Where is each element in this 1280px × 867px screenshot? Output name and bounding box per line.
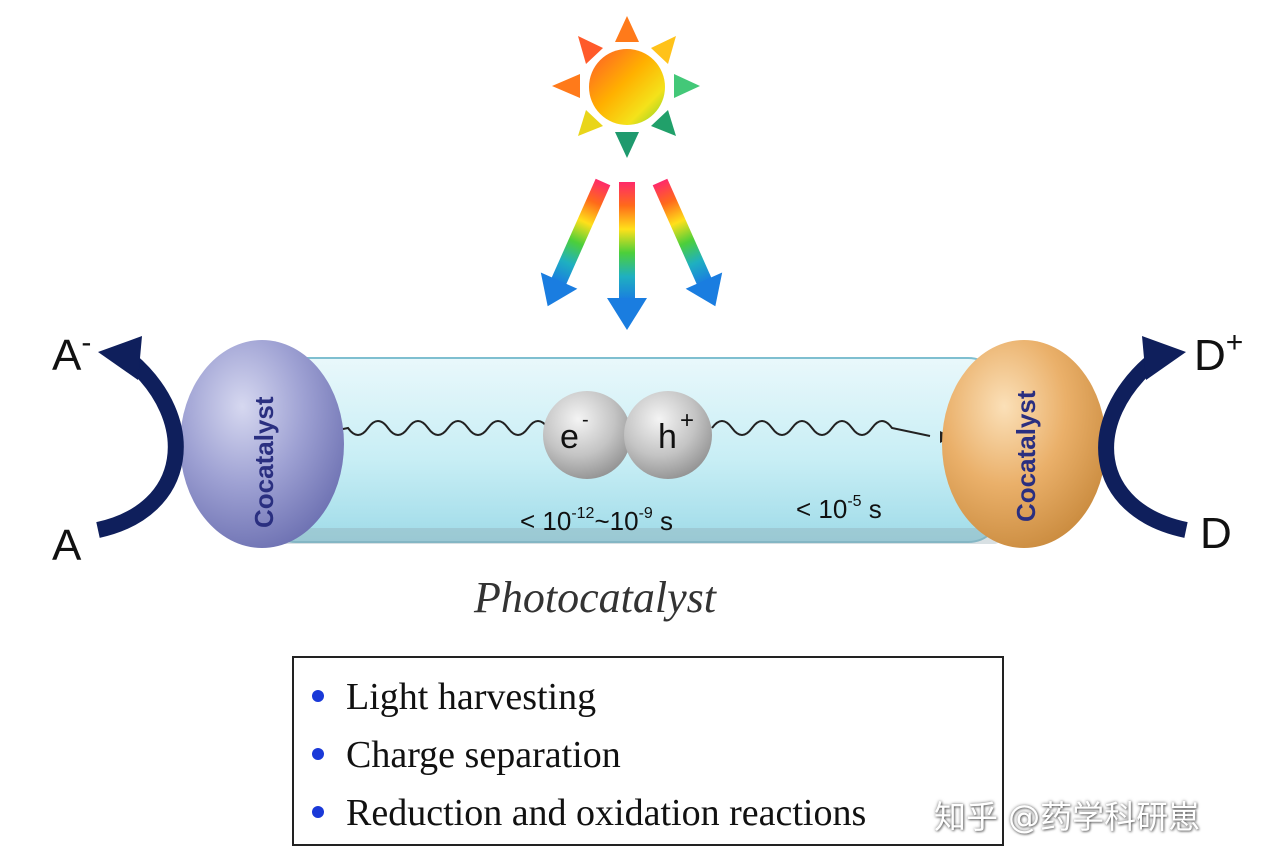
timescale-right: < 10-5 s: [796, 493, 882, 524]
svg-text:+: +: [680, 407, 694, 434]
sun-icon: [552, 16, 700, 158]
bullet-icon: [312, 690, 324, 703]
donor-reduced: D: [1200, 509, 1232, 558]
svg-text:< 10-5 s: < 10-5 s: [796, 493, 882, 524]
bullet-icon: [312, 748, 324, 761]
electron: e -: [543, 391, 631, 479]
svg-text:h: h: [658, 418, 677, 456]
hole: h +: [624, 391, 712, 479]
legend-box: Light harvesting Charge separation Reduc…: [292, 656, 1004, 846]
donor-oxidized: D+: [1194, 326, 1243, 380]
light-ray-arrow: [607, 182, 647, 330]
legend-item: Light harvesting: [312, 678, 596, 716]
bullet-icon: [312, 806, 324, 819]
legend-item: Charge separation: [312, 736, 621, 774]
acceptor-reduced: A-: [52, 326, 91, 380]
curved-arrow: [96, 336, 184, 538]
svg-text:Cocatalyst: Cocatalyst: [1011, 390, 1041, 522]
left-cocatalyst: Cocatalyst: [180, 340, 344, 548]
electron-path: [307, 420, 549, 437]
timescale-left: < 10-12~10-9 s: [520, 505, 673, 536]
svg-text:Cocatalyst: Cocatalyst: [249, 396, 279, 528]
light-ray-arrow: [652, 178, 723, 307]
svg-text:e: e: [560, 418, 579, 456]
svg-text:< 10-12~10-9 s: < 10-12~10-9 s: [520, 505, 673, 536]
legend-item: Reduction and oxidation reactions: [312, 794, 866, 832]
curved-arrow: [1098, 336, 1188, 538]
hole-path: [711, 420, 931, 437]
acceptor-oxidized: A: [52, 521, 82, 570]
right-cocatalyst: Cocatalyst: [942, 340, 1106, 548]
svg-text:-: -: [582, 409, 589, 431]
light-ray-arrow: [540, 178, 611, 307]
photocatalyst-label: Photocatalyst: [473, 573, 718, 622]
watermark: 知乎 @药学科研崽: [934, 798, 1201, 836]
